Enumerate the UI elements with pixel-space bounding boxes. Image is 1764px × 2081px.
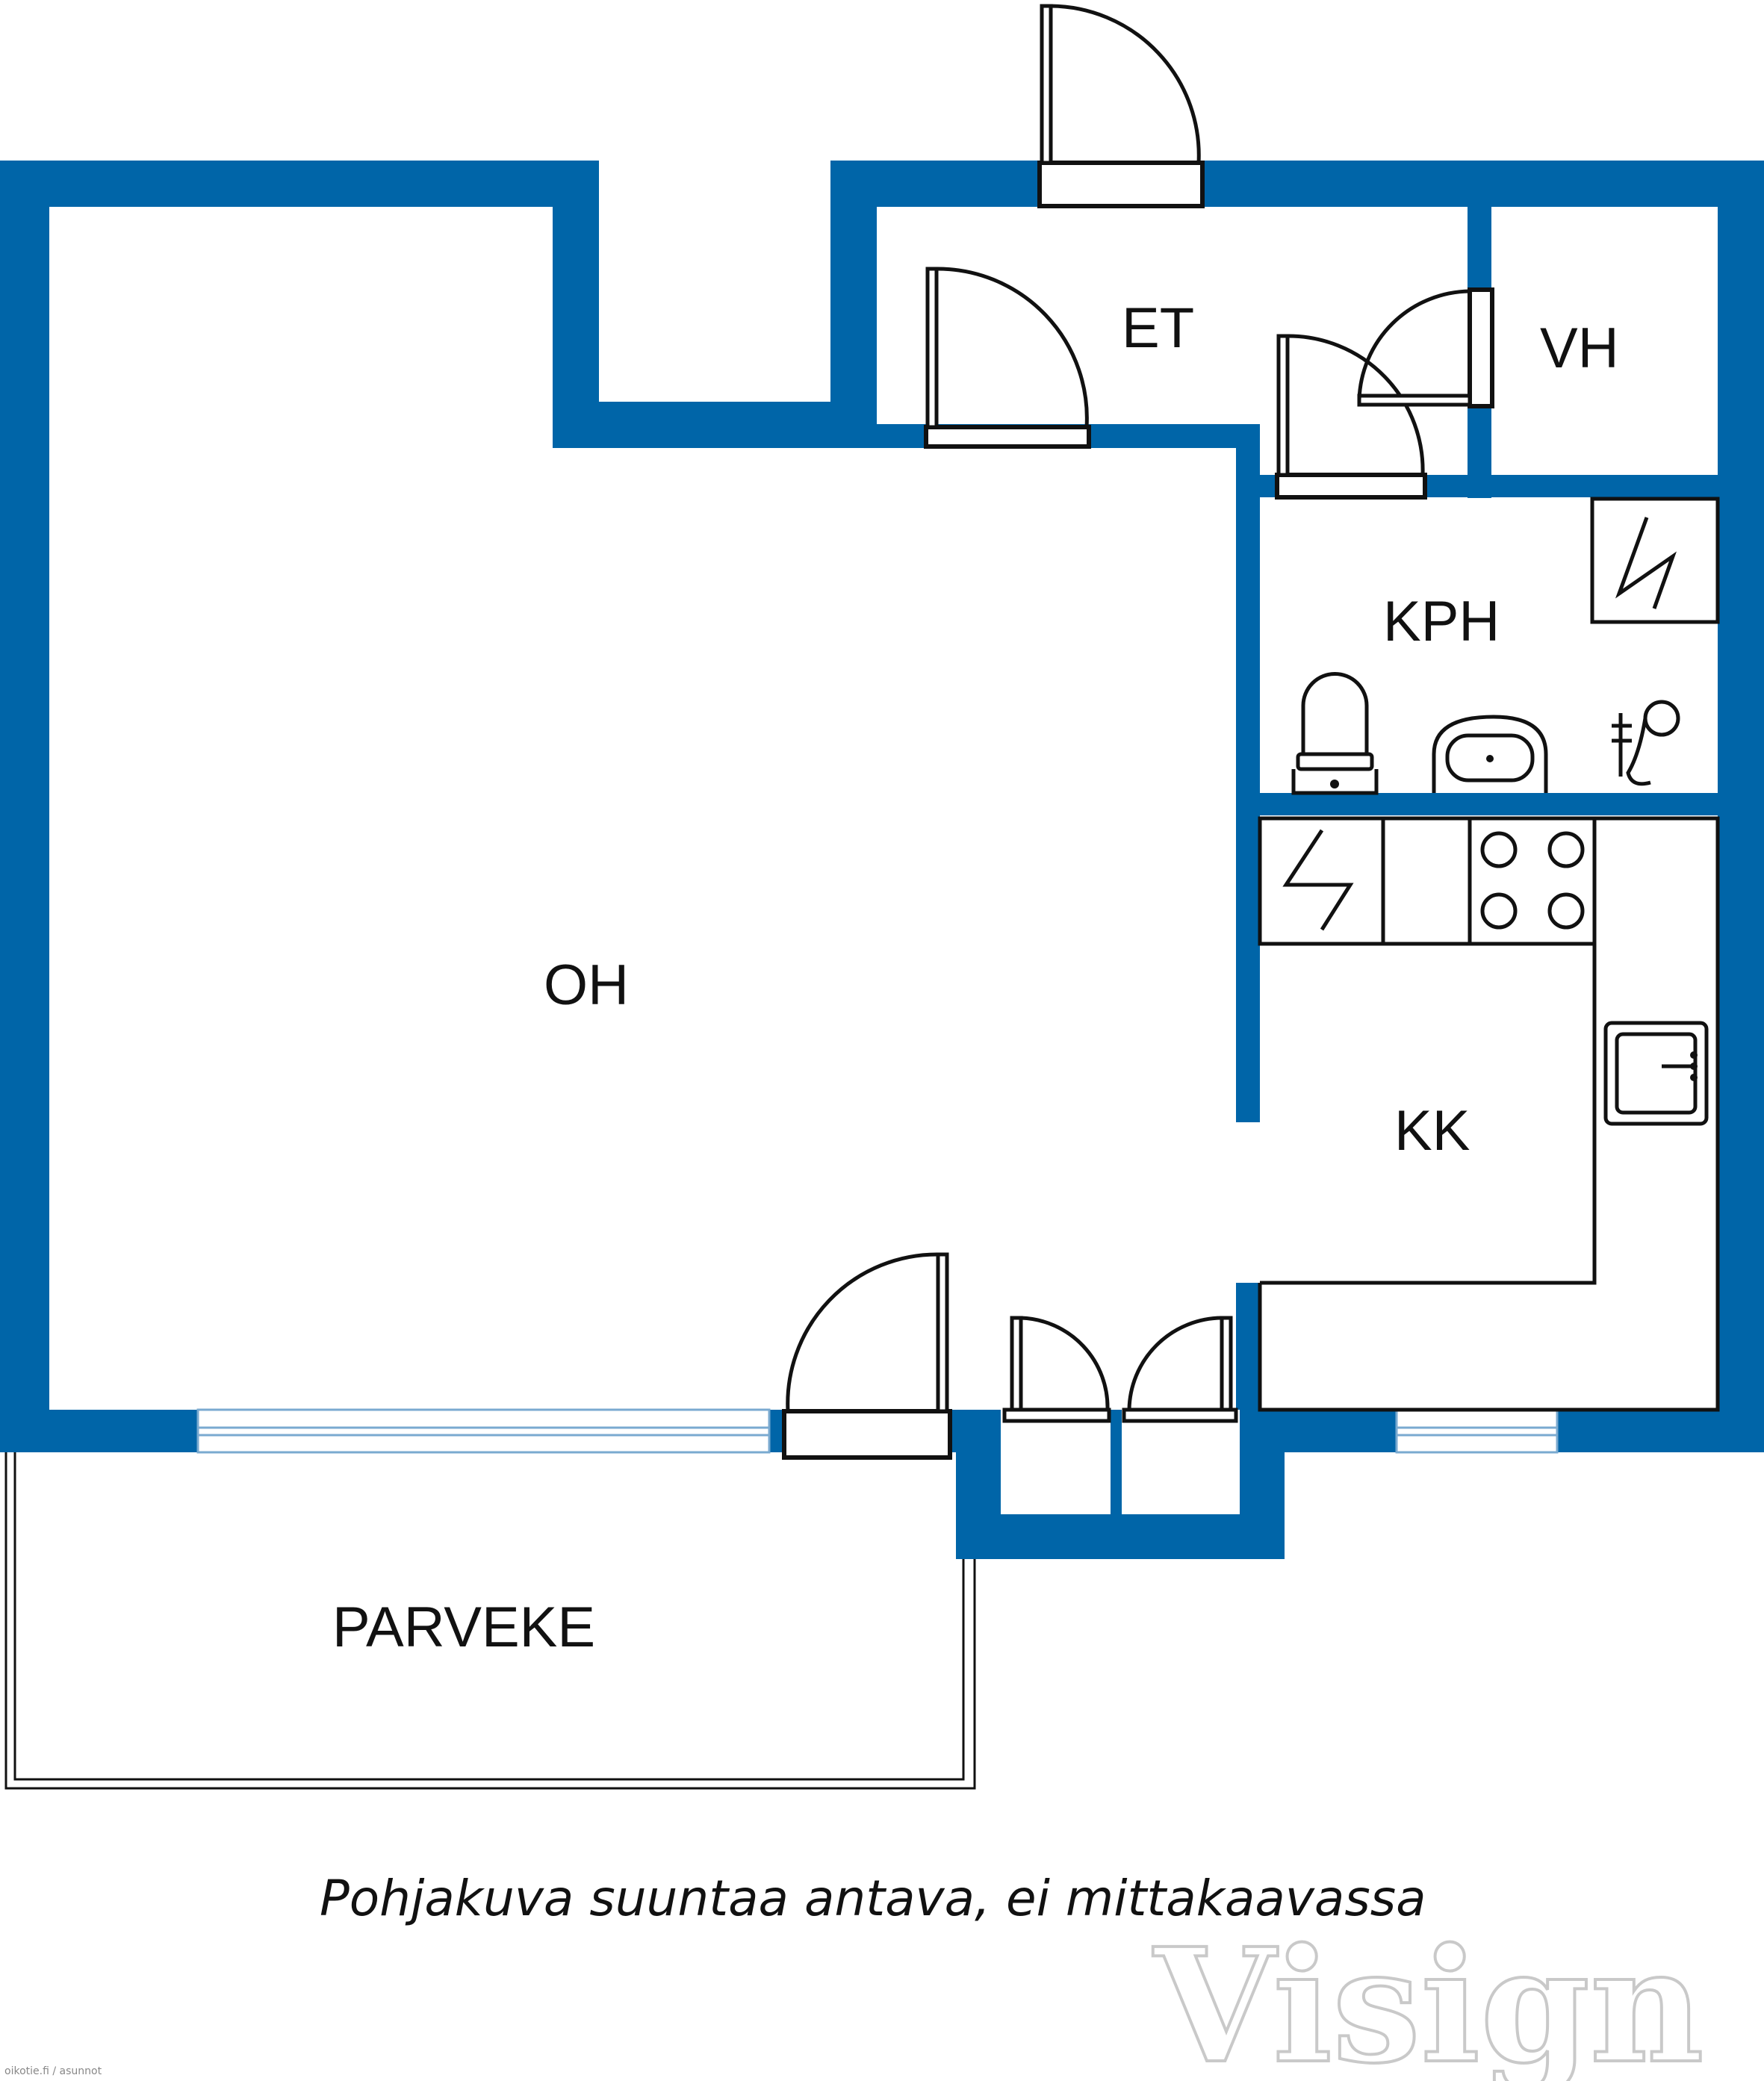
- room-label-oh: OH: [544, 954, 629, 1017]
- credit-text: oikotie.fi / asunnot: [4, 2065, 102, 2077]
- door-icon: [1275, 334, 1427, 500]
- toilet-icon: [1291, 672, 1379, 795]
- kitchen-counter: [1258, 816, 1720, 1412]
- stove-icon: [1480, 831, 1585, 930]
- door-icon: [1357, 287, 1494, 408]
- watermark-logo: Visign: [1152, 1914, 1704, 2081]
- room-label-kk: KK: [1394, 1099, 1470, 1163]
- walls: [0, 161, 1764, 1559]
- door-icon: [1002, 1316, 1240, 1514]
- sink-icon: [1603, 1021, 1709, 1126]
- electric-panel-icon: [1590, 497, 1720, 624]
- window-icon: [196, 1408, 1559, 1454]
- door-icon: [924, 267, 1091, 449]
- washbasin-icon: [1432, 715, 1548, 793]
- room-label-vh: VH: [1540, 317, 1619, 380]
- door-icon: [1037, 4, 1205, 208]
- balcony: [4, 1452, 976, 1790]
- room-label-et: ET: [1122, 296, 1194, 360]
- disclaimer-caption: Pohjakuva suuntaa antava, ei mittakaavas…: [320, 1870, 1426, 1927]
- shower-icon: [1612, 700, 1680, 786]
- door-icon: [782, 1252, 952, 1460]
- room-label-parveke: PARVEKE: [332, 1596, 595, 1659]
- room-label-kph: KPH: [1383, 590, 1500, 653]
- electric-panel-icon: [1282, 829, 1354, 931]
